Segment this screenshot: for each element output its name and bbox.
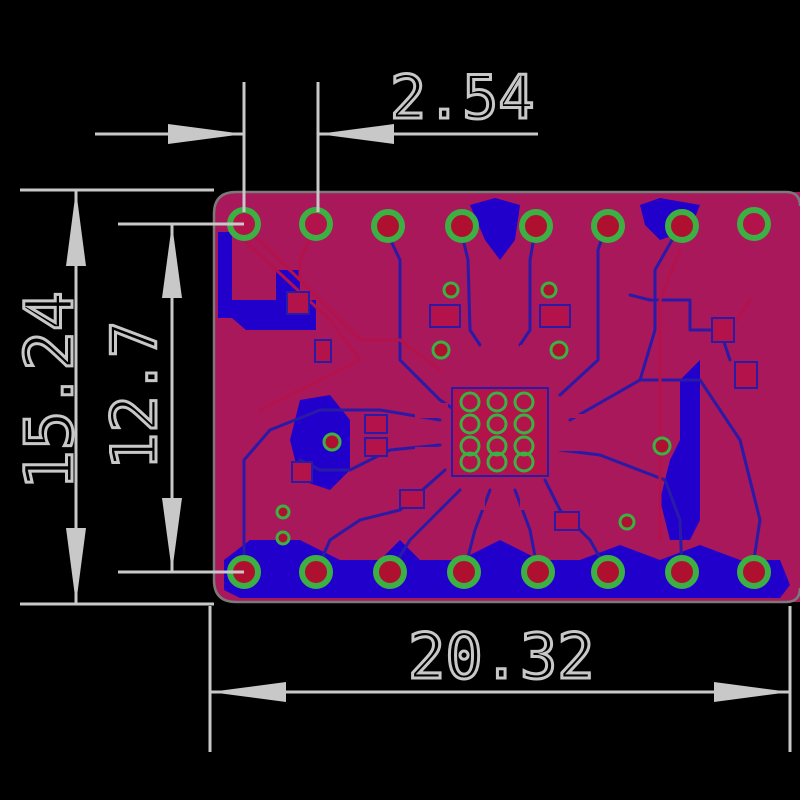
smd-pad [286, 291, 310, 315]
bottom-pour-center-top [470, 198, 520, 260]
via [442, 281, 460, 299]
smd-pads [286, 291, 758, 531]
ic-pins-bottom [468, 478, 524, 510]
via [549, 340, 569, 360]
thermal-via [513, 435, 535, 457]
header-pad [445, 209, 479, 243]
via [322, 432, 342, 452]
dimension-board-height: 15.24 [10, 188, 214, 606]
header-pad [591, 555, 625, 589]
via [275, 504, 291, 520]
smd-pad [364, 414, 388, 434]
header-pad [737, 555, 771, 589]
arrowhead [162, 498, 182, 572]
bottom-trace [518, 224, 538, 347]
bottom-trace [242, 408, 442, 574]
bottom-trace [638, 378, 762, 574]
arrowhead [714, 682, 790, 702]
header-pad [665, 209, 699, 243]
header-pad [665, 555, 699, 589]
smd-pad [554, 511, 580, 531]
thermal-via [459, 391, 481, 413]
bottom-trace [568, 224, 682, 422]
row-spacing-label: 12.7 [98, 321, 171, 470]
via [618, 513, 636, 531]
bottom-trace [388, 488, 462, 574]
header-pad [371, 209, 405, 243]
top-trace [658, 248, 682, 542]
smd-pad [364, 437, 388, 457]
bottom-trace [558, 448, 684, 574]
bottom-trace [458, 224, 482, 347]
thermal-via [486, 413, 508, 435]
smd-pad [734, 361, 758, 389]
header-pad [521, 555, 555, 589]
smd-pad [399, 489, 425, 509]
thermal-via [513, 391, 535, 413]
thermal-via [486, 451, 508, 473]
thermal-via [513, 451, 535, 473]
via [652, 436, 672, 456]
board-width-label: 20.32 [408, 620, 595, 693]
thermal-via [459, 413, 481, 435]
header-pad [373, 555, 407, 589]
ic-pins-left [415, 403, 448, 462]
smd-pad [711, 317, 735, 343]
arrowhead [168, 124, 244, 144]
ic-pins-right [555, 403, 590, 462]
thermal-via [513, 413, 535, 435]
dimension-pin-pitch: 2.54 [95, 62, 538, 212]
via [540, 281, 558, 299]
smd-pad [539, 304, 571, 328]
header-pad [299, 207, 333, 241]
bottom-trace [298, 443, 442, 472]
bottom-pour-lower-left [224, 540, 790, 598]
smd-pad [314, 339, 332, 363]
thermal-via [459, 451, 481, 473]
header-pad [591, 209, 625, 243]
ic-thermal-vias [459, 391, 535, 473]
ic-pins-top [468, 345, 524, 385]
pin-pitch-label: 2.54 [390, 63, 535, 133]
board-outline [212, 190, 786, 604]
arrowhead [66, 528, 86, 604]
header-pad [737, 207, 771, 241]
thermal-via [486, 435, 508, 457]
arrowhead [318, 124, 394, 144]
vias [275, 281, 672, 546]
header-pad [519, 209, 553, 243]
header-pad [447, 555, 481, 589]
board-height-label: 15.24 [11, 291, 88, 490]
thermal-via [486, 391, 508, 413]
arrowhead [162, 224, 182, 298]
dimension-row-spacing: 12.7 [97, 222, 244, 574]
arrowhead [66, 190, 86, 266]
header-pad [299, 555, 333, 589]
header-pads-bottom [227, 555, 771, 589]
arrowhead [210, 682, 286, 702]
smd-pad [429, 304, 461, 328]
qfn-ic [415, 345, 590, 510]
via [275, 530, 291, 546]
via [431, 340, 451, 360]
smd-pad [291, 461, 313, 483]
thermal-via [459, 435, 481, 457]
dimension-board-width: 20.32 [208, 606, 792, 752]
top-trace [242, 224, 442, 372]
